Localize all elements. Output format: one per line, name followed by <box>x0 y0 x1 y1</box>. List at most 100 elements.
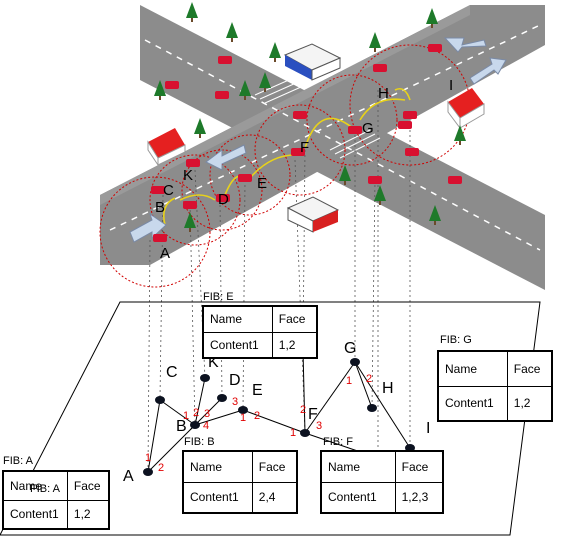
tree-icon <box>454 125 466 145</box>
fib-e-header-face: Face <box>271 306 318 333</box>
car-icon <box>405 148 419 156</box>
graph-node-c <box>155 396 165 404</box>
car-icon <box>153 234 167 242</box>
fib-e-content: Content1 <box>203 331 273 358</box>
port-e-2: 2 <box>254 410 261 422</box>
tree-icon <box>259 72 271 92</box>
forwarding-path <box>162 87 411 226</box>
road-label-a: A <box>160 245 170 262</box>
road-label-k: K <box>183 167 193 184</box>
car-icon <box>398 121 412 129</box>
tree-icon <box>239 80 251 100</box>
car-icon <box>183 201 197 209</box>
road-label-e: E <box>257 175 267 192</box>
port-b-3: 3 <box>204 408 211 420</box>
fib-f-face: 1,2,3 <box>394 481 444 513</box>
road-label-h: H <box>378 85 389 102</box>
fib-e-face: 1,2 <box>271 331 318 358</box>
port-a-1: 1 <box>145 452 152 464</box>
graph-edges <box>147 349 411 473</box>
road-node-labels: A B C D E F G H I K <box>155 77 453 262</box>
fib-a-header-face: Face <box>66 471 110 501</box>
graph-label-f: F <box>308 406 318 423</box>
graph-label-c: C <box>166 364 178 381</box>
tree-icon <box>186 2 198 22</box>
car-icon <box>165 81 179 89</box>
graph-label-a: A <box>123 468 134 485</box>
port-b-2: 2 <box>193 407 200 419</box>
graph-label-g: G <box>344 340 357 357</box>
graph-node-e <box>238 406 248 414</box>
car-icon <box>428 44 442 52</box>
fib-a-inner-title: FIB: A <box>30 483 60 495</box>
fib-g-face: 1,2 <box>506 385 553 421</box>
tree-icon <box>194 118 206 138</box>
graph-node-b <box>190 421 200 429</box>
fib-b-content: Content1 <box>183 481 253 513</box>
fib-a-content: Content1 <box>3 499 68 529</box>
port-g-2: 2 <box>366 373 373 385</box>
car-icon <box>186 159 200 167</box>
graph-node-k <box>200 374 210 382</box>
tree-icon <box>226 22 238 42</box>
car-icon <box>216 194 230 202</box>
graph-label-i: I <box>426 420 431 437</box>
road-label-i: I <box>449 77 453 94</box>
lane-markings <box>109 24 541 251</box>
tree-icon <box>429 205 441 225</box>
graph-node-d <box>217 394 227 402</box>
road-cross <box>100 5 545 265</box>
car-icon <box>293 111 307 119</box>
road-label-f: F <box>300 139 309 156</box>
fib-b-header-face: Face <box>251 451 298 483</box>
graph-node-a <box>143 468 153 476</box>
road-label-g: G <box>362 120 374 137</box>
graph-node-h <box>367 404 377 412</box>
fib-e-header-name: Name <box>203 306 273 333</box>
tree-icon <box>339 165 351 185</box>
graph-label-b: B <box>176 418 187 435</box>
fib-f-content: Content1 <box>321 481 396 513</box>
port-b-1: 1 <box>183 410 190 422</box>
cars <box>151 44 462 242</box>
fib-f-header-face: Face <box>394 451 444 483</box>
graph-label-d: D <box>229 372 241 389</box>
house-right <box>447 88 485 130</box>
car-icon <box>238 174 252 182</box>
fib-f-title: FIB: F <box>323 436 353 448</box>
graph-node-f <box>300 429 310 437</box>
port-f-2: 2 <box>300 404 307 416</box>
fib-f-header-name: Name <box>321 451 396 483</box>
graph-node-g <box>350 358 360 366</box>
tree-icon <box>369 32 381 52</box>
tree-icon <box>426 8 438 28</box>
port-f-1: 1 <box>290 427 297 439</box>
road-label-b: B <box>155 199 165 216</box>
fib-b-face: 2,4 <box>251 481 298 513</box>
car-icon <box>368 176 382 184</box>
fib-a-title: FIB: A <box>3 455 33 467</box>
port-f-3: 3 <box>316 420 323 432</box>
car-icon <box>373 64 387 72</box>
tree-icon <box>269 42 281 62</box>
fib-g-content: Content1 <box>438 385 508 421</box>
car-icon <box>403 111 417 119</box>
port-b-4: 4 <box>203 420 210 432</box>
car-icon <box>348 126 362 134</box>
building-top <box>283 43 342 81</box>
fib-a-face: 1,2 <box>66 499 110 529</box>
fib-g-title: FIB: G <box>440 334 472 346</box>
port-a-2: 2 <box>158 462 165 474</box>
building-middle <box>286 196 340 233</box>
logical-plane <box>0 301 541 536</box>
car-icon <box>151 186 165 194</box>
fib-e-title: FIB: E <box>203 291 234 303</box>
tree-icon <box>184 212 196 232</box>
car-icon <box>218 56 232 64</box>
car-icon <box>215 91 229 99</box>
